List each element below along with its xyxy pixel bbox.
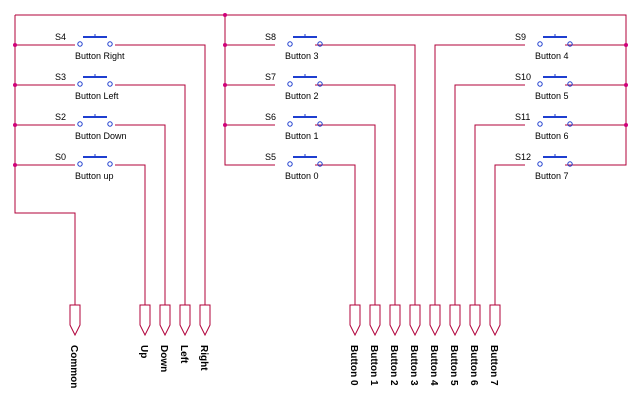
- wire-button-5: [454, 84, 525, 305]
- switch-ref: S2: [55, 112, 66, 122]
- switch-ref: S3: [55, 72, 66, 82]
- common-rail-left: [14, 15, 76, 305]
- common-bus-top: [15, 14, 627, 166]
- junction-node: [223, 83, 227, 87]
- connector-label: Right: [198, 345, 209, 371]
- connector-button-5: Button 5: [448, 304, 461, 386]
- connector-label: Button 7: [488, 345, 499, 386]
- connector-label: Button 6: [468, 345, 479, 386]
- wire-right: [115, 44, 206, 305]
- switch-s9: S9 Button 4: [515, 32, 573, 61]
- connector-button-1: Button 1: [368, 304, 381, 386]
- switch-label: Button 3: [285, 51, 319, 61]
- common-rail-middle: [224, 15, 275, 166]
- connector-label: Button 3: [408, 345, 419, 386]
- connector-right: Right: [198, 304, 211, 371]
- switch-s6: S6 Button 1: [265, 112, 323, 141]
- switch-s5: S5 Button 0: [265, 152, 323, 181]
- wire-button-4: [434, 44, 525, 305]
- connector-label: Common: [68, 345, 79, 388]
- wire-button-3: [315, 44, 416, 305]
- junction-node: [13, 83, 17, 87]
- junction-node: [624, 83, 628, 87]
- switch-label: Button 5: [535, 91, 569, 101]
- junction-node: [13, 43, 17, 47]
- junction-node: [13, 163, 17, 167]
- connector-label: Button 2: [388, 345, 399, 386]
- wire-left: [115, 84, 186, 305]
- connector-button-7: Button 7: [488, 304, 501, 386]
- junction-node: [223, 43, 227, 47]
- switch-label: Button 6: [535, 131, 569, 141]
- switch-ref: S4: [55, 32, 66, 42]
- switch-s10: S10 Button 5: [515, 72, 573, 101]
- connector-button-0: Button 0: [348, 304, 361, 386]
- switch-ref: S6: [265, 112, 276, 122]
- switch-ref: S5: [265, 152, 276, 162]
- junction-nodes: [13, 13, 628, 167]
- connector-button-4: Button 4: [428, 304, 441, 386]
- switch-ref: S9: [515, 32, 526, 42]
- connector-down: Down: [158, 304, 171, 372]
- switch-s0: S0 Button up: [55, 152, 114, 181]
- junction-node: [223, 123, 227, 127]
- wire-button-1: [315, 124, 376, 305]
- connector-label: Left: [178, 345, 189, 364]
- switch-s7: S7 Button 2: [265, 72, 323, 101]
- connector-label: Button 0: [348, 345, 359, 386]
- switch-label: Button 7: [535, 171, 569, 181]
- switch-label: Button 2: [285, 91, 319, 101]
- connector-label: Down: [158, 345, 169, 372]
- switch-label: Button 1: [285, 131, 319, 141]
- switch-ref: S10: [515, 72, 531, 82]
- switch-label: Button Right: [75, 51, 125, 61]
- switch-label: Button Left: [75, 91, 119, 101]
- connector-button-2: Button 2: [388, 304, 401, 386]
- switch-label: Button 0: [285, 171, 319, 181]
- junction-node: [624, 43, 628, 47]
- switch-ref: S12: [515, 152, 531, 162]
- switch-ref: S7: [265, 72, 276, 82]
- switch-s12: S12 Button 7: [515, 152, 573, 181]
- switch-ref: S0: [55, 152, 66, 162]
- connector-button-3: Button 3: [408, 304, 421, 386]
- wire-up: [115, 164, 146, 305]
- switch-label: Button Down: [75, 131, 127, 141]
- connector-common: Common: [68, 304, 81, 388]
- connector-left: Left: [178, 304, 191, 364]
- connector-up: Up: [138, 304, 151, 358]
- junction-node: [624, 123, 628, 127]
- switch-label: Button up: [75, 171, 114, 181]
- connector-label: Button 5: [448, 345, 459, 386]
- switch-s8: S8 Button 3: [265, 32, 323, 61]
- switch-label: Button 4: [535, 51, 569, 61]
- wire-button-2: [315, 84, 396, 305]
- switch-s4: S4 Button Right: [55, 32, 125, 61]
- connector-button-6: Button 6: [468, 304, 481, 386]
- connector-label: Button 1: [368, 345, 379, 386]
- switch-s11: S11 Button 6: [515, 112, 573, 141]
- wire-down: [115, 124, 166, 305]
- wire-button-6: [474, 124, 525, 305]
- switch-s3: S3 Button Left: [55, 72, 119, 101]
- connector-label: Button 4: [428, 345, 439, 386]
- junction-node: [13, 123, 17, 127]
- junction-node: [223, 13, 227, 17]
- switch-s2: S2 Button Down: [55, 112, 127, 141]
- wiring: [14, 14, 627, 305]
- wire-button-7: [494, 164, 525, 305]
- switch-ref: S11: [515, 112, 530, 122]
- wire-button-0: [315, 164, 356, 305]
- connector-label: Up: [138, 345, 149, 358]
- switch-ref: S8: [265, 32, 276, 42]
